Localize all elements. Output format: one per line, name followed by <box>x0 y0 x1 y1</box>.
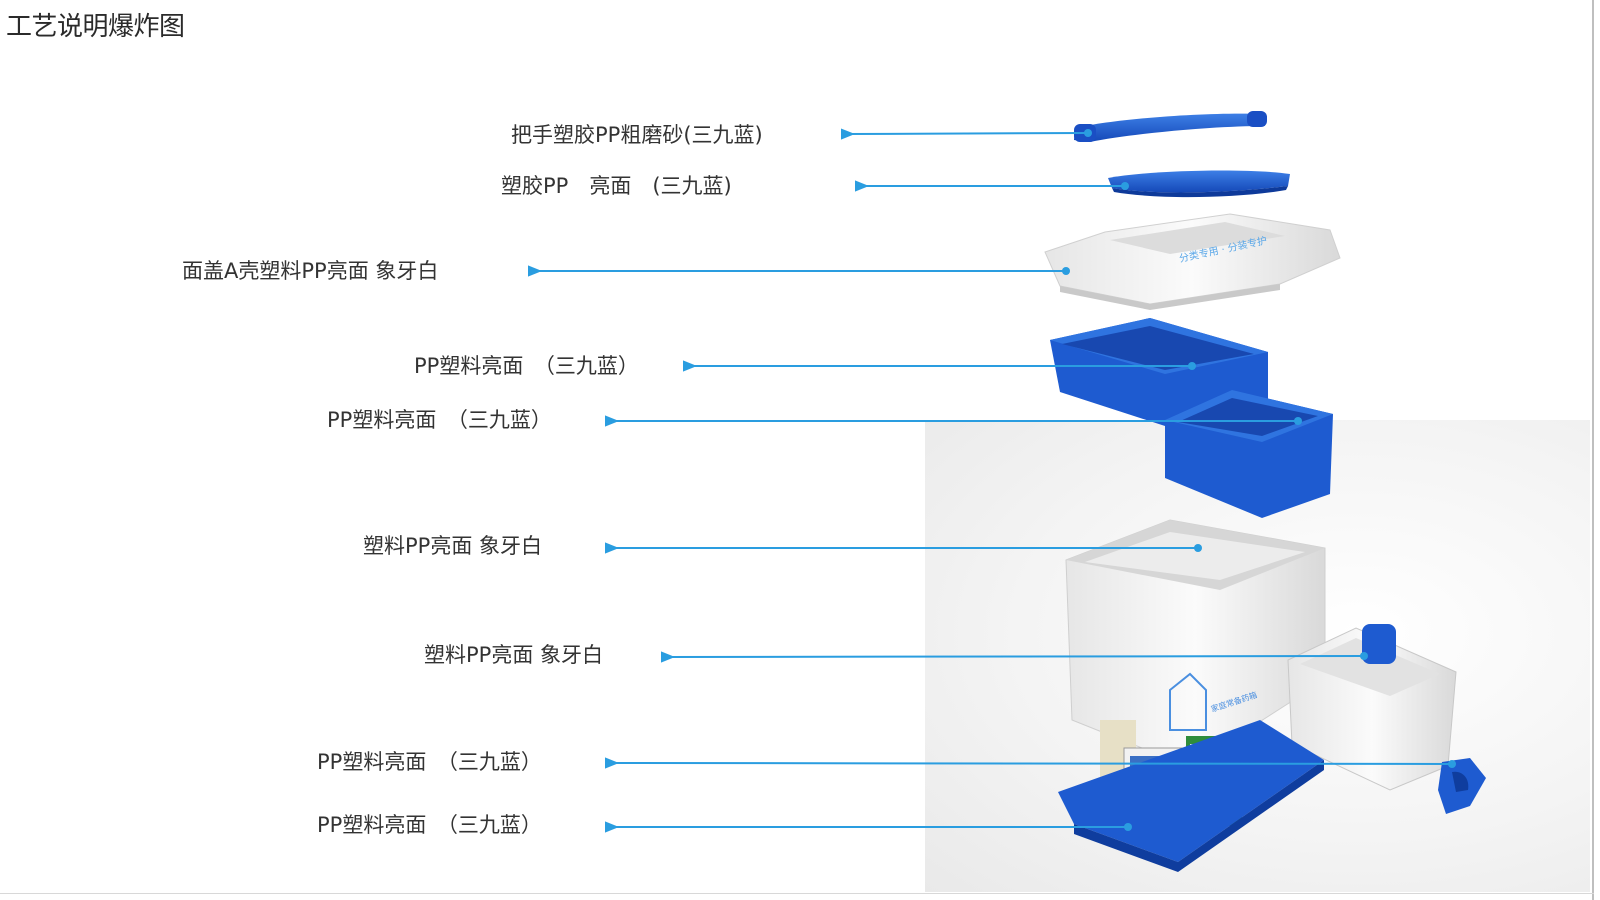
callout-label-top-lid: 塑胶PP 亮面 (三九蓝) <box>501 174 732 198</box>
leader-lines <box>528 128 1456 833</box>
leader-dot-top-lid <box>1121 182 1129 190</box>
leader-latch <box>604 757 1453 769</box>
callout-label-tray-1: PP塑料亮面 （三九蓝） <box>414 354 639 378</box>
callout-label-side-drawer: 塑料PP亮面 象牙白 <box>424 643 604 667</box>
leader-dot-tray-2 <box>1294 417 1302 425</box>
callout-label-handle: 把手塑胶PP粗磨砂(三九蓝) <box>511 123 763 147</box>
leader-handle <box>840 128 1089 140</box>
latch-part <box>1438 758 1486 814</box>
leader-dot-main-body <box>1194 544 1202 552</box>
callout-label-main-body: 塑料PP亮面 象牙白 <box>363 534 543 558</box>
page-title: 工艺说明爆炸图 <box>6 12 185 42</box>
main-body-part: 家庭常备药箱 <box>1065 519 1326 761</box>
callout-label-tray-2: PP塑料亮面 （三九蓝） <box>327 408 552 432</box>
top-lid-part <box>1108 170 1290 198</box>
leader-dot-tray-1 <box>1188 362 1196 370</box>
bottom-border <box>0 893 1594 894</box>
leader-dot-cover-shell <box>1062 267 1070 275</box>
handle-part <box>1074 111 1267 142</box>
right-border <box>1592 0 1594 900</box>
callout-label-cover-shell: 面盖A壳塑料PP亮面 象牙白 <box>182 259 439 283</box>
leader-side-drawer <box>660 651 1365 663</box>
callout-label-latch: PP塑料亮面 （三九蓝） <box>317 750 542 774</box>
tray-2-part <box>1165 390 1333 518</box>
cover-shell-part: 分类专用 · 分装专护 <box>1044 213 1341 310</box>
leader-dot-handle <box>1084 129 1092 137</box>
leader-dot-base <box>1124 823 1132 831</box>
side-drawer-part <box>1287 624 1457 791</box>
leader-dot-side-drawer <box>1360 652 1368 660</box>
callout-label-base: PP塑料亮面 （三九蓝） <box>317 813 542 837</box>
leader-dot-latch <box>1448 760 1456 768</box>
